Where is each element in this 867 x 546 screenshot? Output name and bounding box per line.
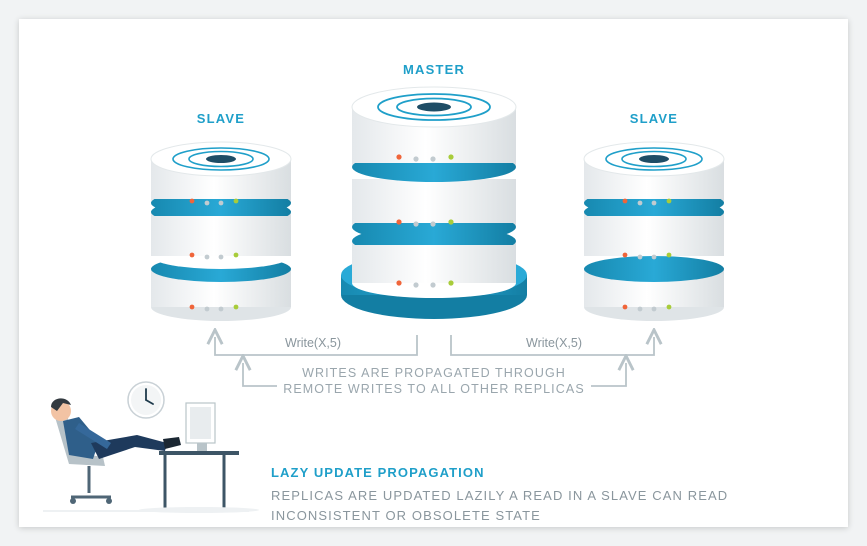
write-propagation-arrows <box>215 335 654 387</box>
left-write-arrow <box>215 335 418 356</box>
right-remote-arrow <box>591 363 626 387</box>
diagram-card: SLAVE MASTER SLAVE Write(X,5) Write(X,5)… <box>19 19 848 527</box>
desk-icon <box>139 451 259 513</box>
replication-diagram <box>43 86 725 513</box>
right-slave-label: SLAVE <box>629 111 679 126</box>
left-write-label: Write(X,5) <box>285 336 342 350</box>
right-slave-server-icon <box>583 141 725 321</box>
wall-clock-icon <box>127 381 165 419</box>
right-write-arrow <box>450 335 654 356</box>
left-slave-label: SLAVE <box>196 111 246 126</box>
computer-monitor-icon <box>185 402 216 451</box>
person-at-desk-icon <box>51 398 181 504</box>
caption-title: LAZY UPDATE PROPAGATION <box>271 465 485 480</box>
left-slave-server-icon <box>150 141 292 321</box>
master-server-icon <box>341 86 527 319</box>
propagation-note-line-1: WRITES ARE PROPAGATED THROUGH <box>302 366 566 380</box>
left-remote-arrow <box>243 363 277 387</box>
propagation-note-line-2: REMOTE WRITES TO ALL OTHER REPLICAS <box>283 382 585 396</box>
right-write-label: Write(X,5) <box>526 336 583 350</box>
master-label: MASTER <box>402 62 466 77</box>
caption-body: REPLICAS ARE UPDATED LAZILY A READ IN A … <box>271 488 729 523</box>
